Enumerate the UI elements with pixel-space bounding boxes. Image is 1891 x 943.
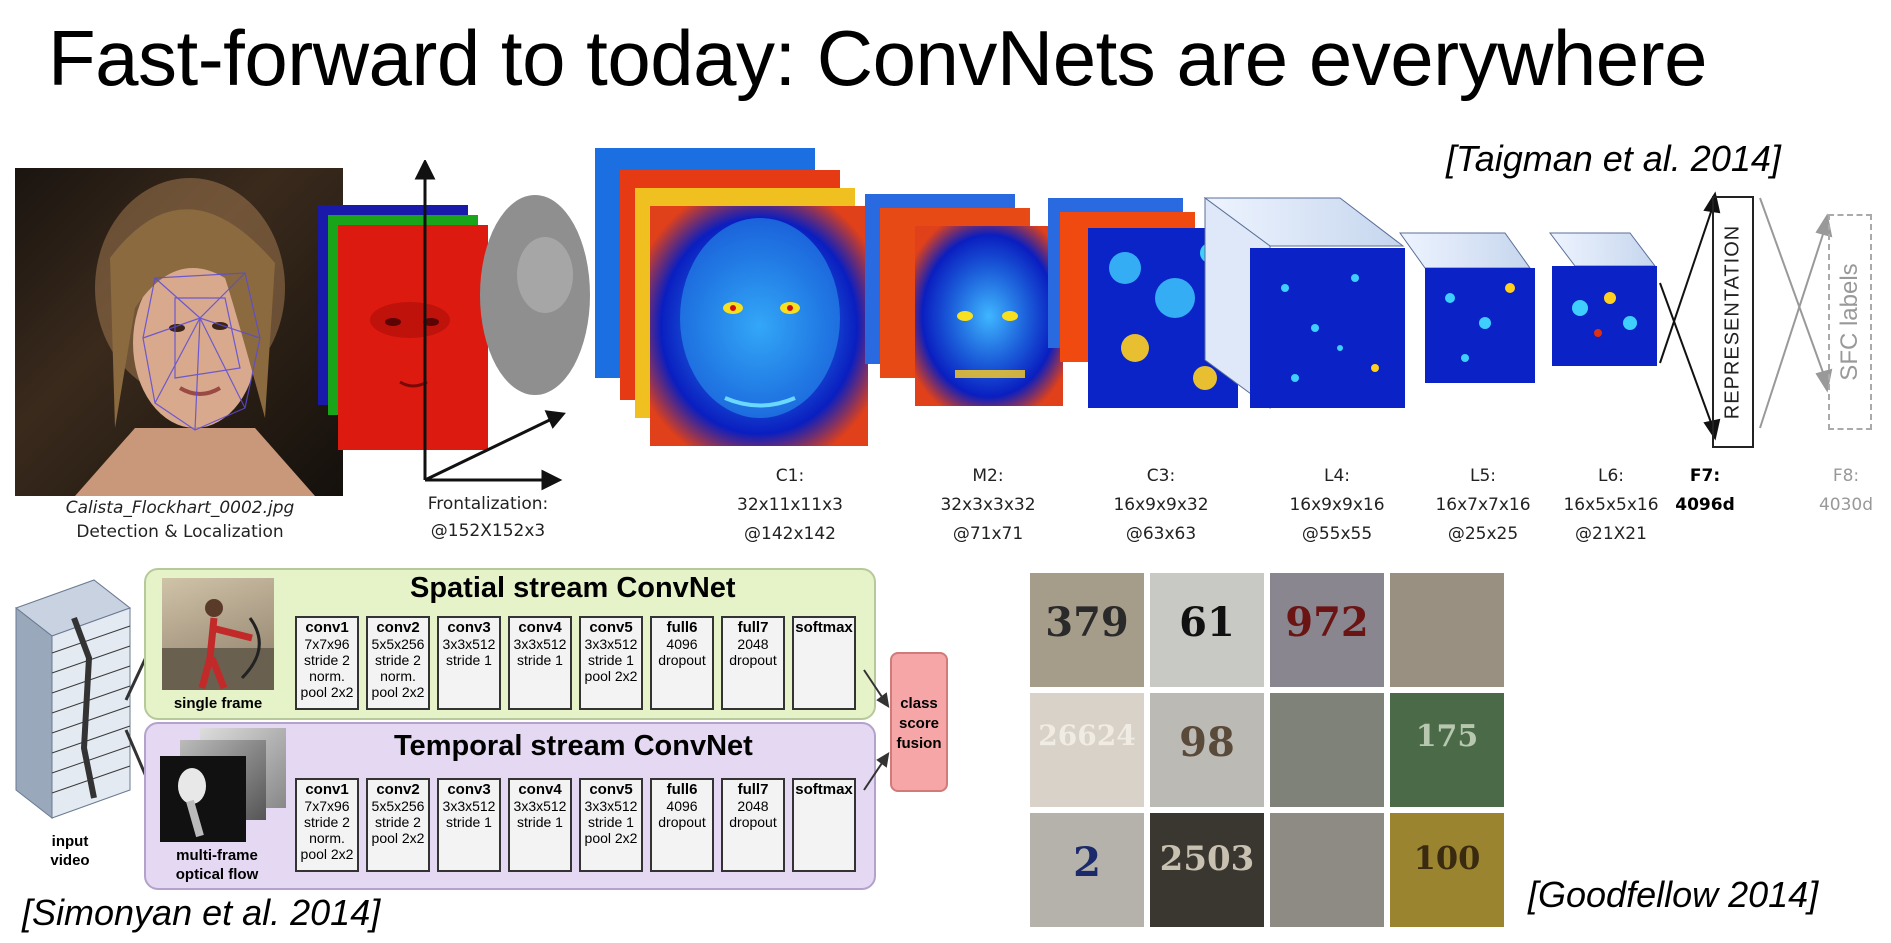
c1-feature-maps bbox=[595, 148, 868, 446]
sfc-connections bbox=[1759, 197, 1833, 429]
l6-feature-maps bbox=[1548, 232, 1657, 366]
layer-caption-c1: C1:32x11x11x3@142x142 bbox=[737, 466, 843, 544]
house-tile-5: 26624 bbox=[1030, 693, 1144, 807]
axes-arrows bbox=[414, 160, 566, 491]
l4-feature-maps bbox=[1203, 197, 1405, 409]
single-frame-image bbox=[162, 578, 274, 690]
input-face-photo bbox=[15, 168, 343, 496]
input-detection-caption: Detection & Localization bbox=[76, 522, 284, 542]
spatial-stream-title: Spatial stream ConvNet bbox=[410, 572, 736, 604]
layer-caption-l4: L4:16x9x9x16@55x55 bbox=[1289, 466, 1385, 544]
representation-layer: REPRESENTATION bbox=[1712, 196, 1754, 448]
layer-caption-l5: L5:16x7x7x16@25x25 bbox=[1435, 466, 1531, 544]
goodfellow-citation: [Goodfellow 2014] bbox=[1528, 874, 1819, 915]
house-tile-10: 2503 bbox=[1150, 813, 1264, 927]
house-tile-4 bbox=[1390, 573, 1504, 687]
layer-caption-f7: F7:4096d bbox=[1675, 466, 1735, 515]
c3-feature-maps bbox=[1048, 198, 1238, 408]
m2-feature-maps bbox=[865, 194, 1063, 406]
house-tile-6: 98 bbox=[1150, 693, 1264, 807]
taigman-citation: [Taigman et al. 2014] bbox=[1446, 138, 1781, 179]
house-tile-9: 2 bbox=[1030, 813, 1144, 927]
layer-caption-c3: C3:16x9x9x32@63x63 bbox=[1113, 466, 1209, 544]
house-numbers-grid: 379 61 972 26624 98 175 2 2503 100 bbox=[1030, 573, 1506, 929]
frontalization-label: Frontalization: bbox=[427, 494, 549, 514]
house-tile-3: 972 bbox=[1270, 573, 1384, 687]
house-tile-12: 100 bbox=[1390, 813, 1504, 927]
spatial-softmax-box: softmax bbox=[792, 616, 856, 710]
input-filename: Calista_Flockhart_0002.jpg bbox=[65, 498, 295, 518]
temporal-stream-title: Temporal stream ConvNet bbox=[394, 730, 753, 762]
house-tile-11 bbox=[1270, 813, 1384, 927]
frontalization-size: @152X152x3 bbox=[430, 521, 546, 541]
house-tile-8: 175 bbox=[1390, 693, 1504, 807]
house-tile-7 bbox=[1270, 693, 1384, 807]
feature-maps-graphic bbox=[595, 148, 1833, 446]
simonyan-citation: [Simonyan et al. 2014] bbox=[22, 892, 381, 933]
input-video-stack bbox=[14, 579, 132, 820]
layer-caption-l6: L6:16x5x5x16@21X21 bbox=[1563, 466, 1659, 544]
fc-connections bbox=[1659, 191, 1721, 441]
slide-title: Fast-forward to today: ConvNets are ever… bbox=[48, 14, 1708, 102]
single-frame-label: single frame bbox=[173, 695, 263, 712]
layer-caption-f8: F8:4030d bbox=[1818, 466, 1874, 515]
sfc-label: SFC labels bbox=[1836, 263, 1863, 381]
temporal-softmax-box: softmax bbox=[792, 778, 856, 872]
house-tile-2: 61 bbox=[1150, 573, 1264, 687]
optical-flow-image bbox=[160, 756, 246, 842]
frontalization-graphic bbox=[318, 160, 590, 491]
layer-caption-m2: M2:32x3x3x32@71x71 bbox=[940, 466, 1036, 544]
representation-label: REPRESENTATION bbox=[1721, 224, 1744, 420]
fusion-arrows bbox=[863, 669, 890, 791]
l5-feature-maps bbox=[1399, 232, 1535, 383]
face-photo-art bbox=[75, 178, 315, 496]
house-tile-1: 379 bbox=[1030, 573, 1144, 687]
sfc-labels-layer: SFC labels bbox=[1828, 214, 1872, 430]
